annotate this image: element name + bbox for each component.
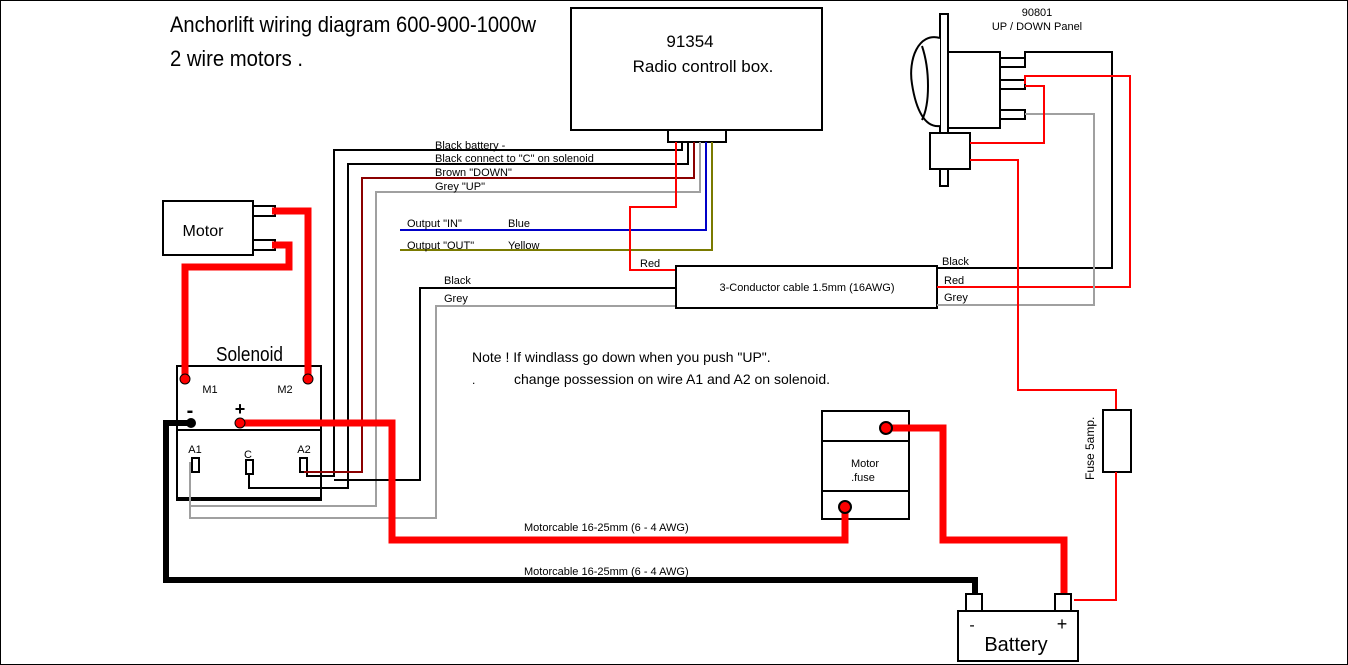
fuse-5amp-label: Fuse 5amp. [1083,417,1097,480]
terminal-a2 [299,457,308,473]
wire-output-in-label: Output "IN" [407,218,462,230]
battery-minus: - [969,617,974,634]
wire-grey-cable-right [937,113,1095,306]
wire-black-battery [306,142,683,477]
wire-black-cable-left [334,287,676,481]
cable-fuse-to-battery [886,424,1068,596]
terminal-m1 [179,373,191,385]
wire-output-out-yellow [400,142,713,251]
battery-box [957,610,1079,662]
wire-fuse-to-battery [1074,472,1117,601]
three-conductor-cable [675,265,938,309]
motor-fuse-line-2: .fuse [851,472,875,484]
radio-box-name: Radio controll box. [633,57,774,76]
solenoid-minus: - [187,400,194,422]
diagram-subtitle: 2 wire motors . [170,46,303,71]
note-bullet: . [472,373,475,387]
battery-negative-post [965,593,983,612]
panel-red-jumper [970,85,1045,144]
terminal-c [245,459,254,475]
battery-label: Battery [984,634,1047,656]
terminal-m2 [302,373,314,385]
fuse-5amp [1102,409,1132,473]
cable-motor-to-m1 [181,241,293,378]
wire-red-label: Red [640,258,660,270]
wire-red-cable-right [937,75,1131,288]
solenoid-m2: M2 [277,384,292,396]
diagram-title: Anchorlift wiring diagram 600-900-1000w [170,12,536,37]
terminal-a1 [191,457,200,473]
wire-grey-left-label: Grey [444,293,468,305]
up-down-panel [910,13,1026,187]
battery-positive-post [1054,593,1072,612]
wire-red-to-fuse [970,159,1117,410]
terminal-plus [234,417,246,429]
wire-grey-right-label: Grey [944,292,968,304]
wire-black-left-label: Black [444,275,471,287]
cable-motor-to-m2 [272,207,312,378]
wire-grey-cable-left [189,305,676,519]
radio-box-part-number: 91354 [666,32,713,51]
motor-terminal-1 [252,205,276,217]
note-line-1: Note ! If windlass go down when you push… [472,349,771,365]
wire-black-connect-label: Black connect to "C" on solenoid [435,153,594,165]
motor-fuse-line-1: Motor [851,458,879,470]
wire-red-right-label: Red [944,275,964,287]
wire-black-battery-label: Black battery - [435,140,506,152]
battery-plus: + [1057,614,1068,634]
cable-plus-to-fuse [238,419,849,544]
motorcable-upper-label: Motorcable 16-25mm (6 - 4 AWG) [524,522,689,534]
wire-output-out-label: Output "OUT" [407,240,474,252]
motor-box [162,200,254,256]
panel-name: UP / DOWN Panel [992,21,1082,33]
note-line-2: change possession on wire A1 and A2 on s… [514,371,830,387]
cable-minus-to-battery [163,420,978,596]
wire-brown-down [304,142,695,473]
solenoid-plus: + [235,399,246,419]
motor-terminal-2 [252,239,276,251]
motor-fuse-terminal-top [879,421,893,435]
wire-black-cable-right [937,51,1113,269]
wire-black-connect-c [248,142,689,489]
cable-label: 3-Conductor cable 1.5mm (16AWG) [719,282,894,294]
wire-output-in-color: Blue [508,218,530,230]
motor-label: Motor [183,223,225,240]
wire-grey-up-label: Grey "UP" [435,181,485,193]
panel-part-number: 90801 [1022,7,1053,19]
wire-black-right-label: Black [942,256,969,268]
wire-brown-down-label: Brown "DOWN" [435,167,512,179]
terminal-minus [186,418,196,428]
wire-output-in-blue [400,142,707,231]
motor-fuse-terminal-bottom [838,500,852,514]
solenoid-label: Solenoid [216,344,283,366]
solenoid-m1: M1 [202,384,217,396]
wire-red-radio [629,142,677,271]
solenoid-a2: A2 [297,444,310,456]
wire-grey-up [189,142,701,507]
radio-box-connector [667,129,727,143]
motorcable-lower-label: Motorcable 16-25mm (6 - 4 AWG) [524,566,689,578]
solenoid-c: C [244,449,252,461]
wire-output-out-color: Yellow [508,240,539,252]
solenoid-a1: A1 [188,444,201,456]
